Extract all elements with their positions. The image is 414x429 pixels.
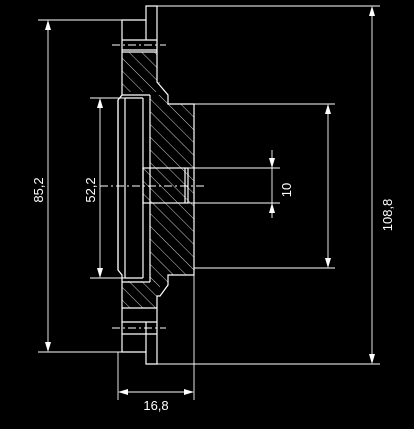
hatched-section-hub xyxy=(143,95,194,282)
dimension-label-10: 10 xyxy=(279,183,294,197)
dimension-label-52-2: 52,2 xyxy=(83,177,98,202)
dimension-108-8: 108,8 xyxy=(157,5,395,365)
dimension-label-16-8: 16,8 xyxy=(143,398,168,413)
bore xyxy=(142,167,189,204)
dimension-16-8: 16,8 xyxy=(117,275,195,413)
dimension-label-85-2: 85,2 xyxy=(31,177,46,202)
hatched-section-lower xyxy=(122,281,160,308)
dimension-85-2: 85,2 xyxy=(31,19,122,353)
flange-hole-upper xyxy=(112,39,166,51)
part-outline xyxy=(117,5,195,365)
dimension-52-2: 52,2 xyxy=(83,97,125,279)
dimension-hub xyxy=(194,103,335,269)
dimension-10: 10 xyxy=(188,150,294,218)
flange-hole-lower xyxy=(112,321,166,335)
dimension-label-108-8: 108,8 xyxy=(380,199,395,232)
hatched-section-upper xyxy=(122,52,160,92)
